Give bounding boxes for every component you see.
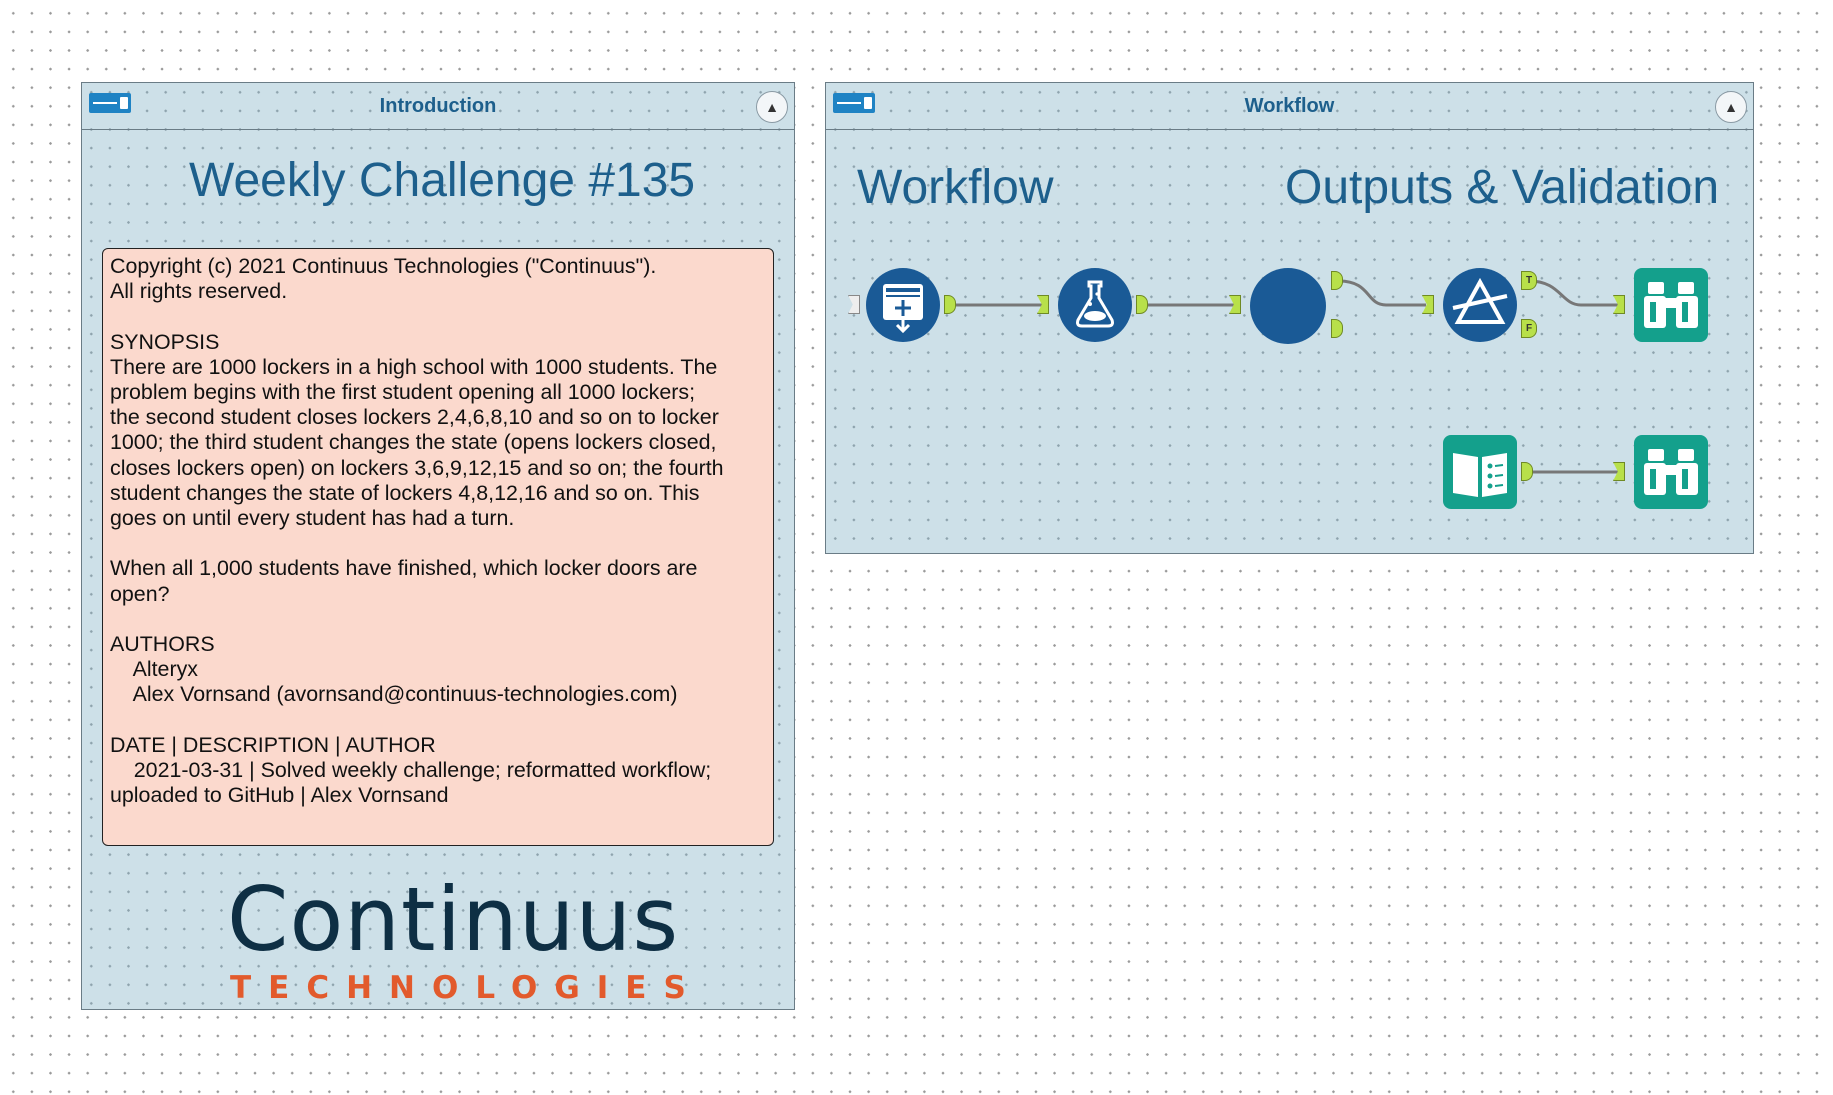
comment-line: problem begins with the first student op… (110, 380, 696, 405)
comment-line: Alex Vornsand (avornsand@continuus-techn… (110, 682, 678, 707)
comment-line: open? (110, 581, 170, 606)
comment-line: uploaded to GitHub | Alex Vornsand (110, 783, 449, 808)
comment-line: All rights reserved. (110, 279, 288, 304)
introduction-titlebar[interactable]: Introduction ▲ (82, 83, 794, 130)
comment-line: goes on until every student has had a tu… (110, 506, 515, 531)
page-title: Weekly Challenge #135 (189, 154, 696, 207)
comment-line: There are 1000 lockers in a high school … (110, 354, 718, 379)
filter-true-anchor[interactable]: T (1521, 271, 1537, 290)
circle-icon (1250, 268, 1326, 344)
comment-line: 1000; the third student changes the stat… (110, 430, 717, 455)
workflow-container[interactable]: Workflow ▲ Workflow Outputs & Validation (825, 82, 1754, 554)
generate-rows-icon (883, 284, 923, 334)
output-anchor[interactable] (944, 295, 956, 314)
connection-wires (952, 279, 1618, 474)
comment-line (110, 607, 766, 632)
filter-icon (1452, 277, 1508, 324)
collapse-icon[interactable]: ▲ (756, 91, 788, 123)
workflow-heading: Workflow (857, 161, 1054, 214)
browse-tool-1[interactable] (1634, 268, 1708, 342)
continuus-logo: Continuus (227, 868, 680, 971)
formula-tool[interactable] (1058, 268, 1132, 342)
comment-line: When all 1,000 students have finished, w… (110, 556, 698, 581)
workflow-titlebar[interactable]: Workflow ▲ (826, 83, 1753, 130)
container-toggle-icon[interactable] (89, 93, 131, 113)
container-title: Workflow (1244, 95, 1335, 117)
book-icon (1453, 453, 1507, 497)
comment-line: 2021-03-31 | Solved weekly challenge; re… (110, 758, 712, 783)
macro-tool[interactable] (1250, 268, 1326, 344)
comment-line (110, 304, 766, 329)
flask-icon (1076, 280, 1114, 328)
filter-tool[interactable] (1443, 268, 1517, 342)
introduction-container[interactable]: Introduction ▲ Weekly Challenge #135 Cop… (81, 82, 795, 1010)
output-anchor[interactable] (1521, 462, 1533, 481)
comment-line: Alteryx (110, 657, 198, 682)
comment-line (110, 531, 766, 556)
filter-false-anchor[interactable]: F (1521, 319, 1537, 338)
output-anchor[interactable] (1136, 295, 1148, 314)
comment-line: DATE | DESCRIPTION | AUTHOR (110, 732, 436, 757)
output-anchor[interactable] (1331, 319, 1343, 338)
binoculars-icon (1644, 282, 1698, 328)
comment-line: student changes the state of lockers 4,8… (110, 480, 700, 505)
outputs-validation-heading: Outputs & Validation (1285, 161, 1720, 214)
comment-line: the second student closes lockers 2,4,6,… (110, 405, 719, 430)
comment-line: AUTHORS (110, 632, 215, 657)
comment-line: Copyright (c) 2021 Continuus Technologie… (110, 254, 657, 278)
binoculars-icon (1644, 449, 1698, 495)
output-anchor[interactable] (1331, 271, 1343, 290)
container-toggle-icon[interactable] (833, 93, 875, 113)
container-title: Introduction (379, 95, 497, 117)
comment-line (110, 708, 766, 733)
comment-line: SYNOPSIS (110, 329, 220, 354)
collapse-icon[interactable]: ▲ (1715, 91, 1747, 123)
text-input-tool[interactable] (1443, 435, 1517, 509)
synopsis-comment-box[interactable]: Copyright (c) 2021 Continuus Technologie… (102, 248, 774, 846)
generate-rows-tool[interactable] (866, 268, 940, 342)
comment-line: closes lockers open) on lockers 3,6,9,12… (110, 455, 724, 480)
continuus-logo-subtitle: TECHNOLOGIES (230, 970, 703, 1006)
browse-tool-2[interactable] (1634, 435, 1708, 509)
